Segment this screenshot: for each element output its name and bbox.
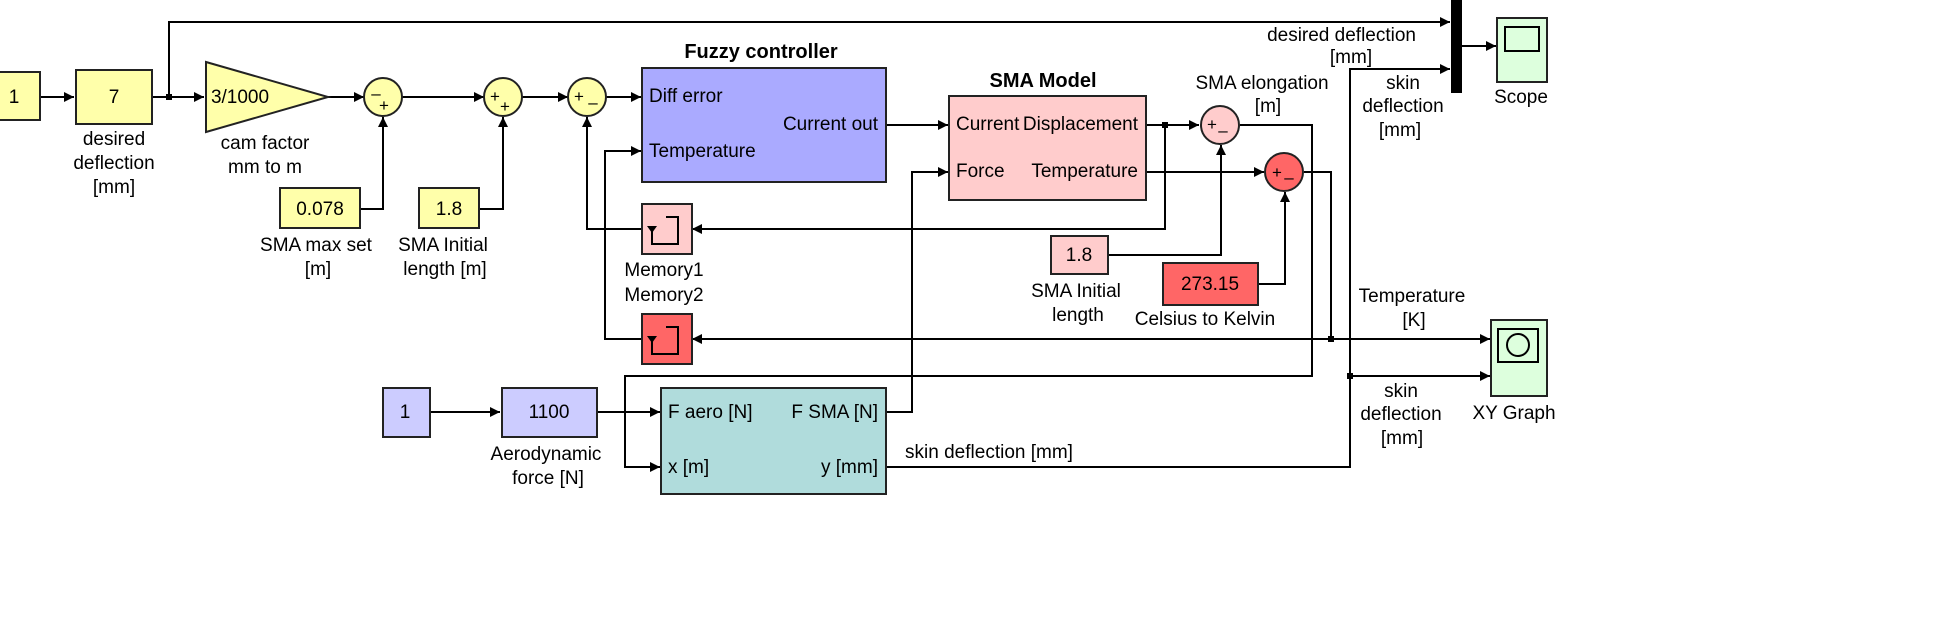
memory2-block[interactable]	[641, 313, 693, 365]
svg-text:1.8: 1.8	[436, 199, 462, 220]
sma-max-label: SMA max set	[260, 235, 373, 256]
svg-text:–: –	[371, 84, 381, 103]
svg-text:length: length	[1052, 305, 1104, 326]
memory2-label: Memory2	[624, 285, 703, 306]
constant-block-1-bottom[interactable]: 1	[382, 387, 431, 438]
constant-block-sma-initial-left[interactable]: 1.8	[418, 187, 480, 229]
svg-text:0.078: 0.078	[296, 199, 344, 220]
svg-text:1: 1	[400, 402, 411, 423]
constant-block-1[interactable]: 1	[0, 71, 41, 121]
constant-block-sma-initial-right[interactable]: 1.8	[1050, 235, 1109, 275]
xy-graph-icon	[1506, 333, 1530, 357]
svg-text:1: 1	[9, 87, 20, 108]
constant-block-celsius-kelvin[interactable]: 273.15	[1162, 262, 1259, 306]
signal-lines	[40, 17, 1496, 472]
svg-text:deflection: deflection	[1360, 404, 1441, 425]
svg-text:7: 7	[109, 87, 120, 108]
signal-skin-deflection-top: skin	[1386, 73, 1420, 94]
svg-text:deflection: deflection	[73, 153, 154, 174]
scope-screen-icon	[1504, 26, 1540, 52]
svg-text:+: +	[379, 96, 389, 115]
svg-text:[mm]: [mm]	[1381, 428, 1423, 449]
aerodynamic-force-label: Aerodynamic	[491, 444, 602, 465]
desired-deflection-label: desired	[83, 129, 145, 150]
svg-text:[m]: [m]	[305, 259, 331, 280]
svg-text:1.8: 1.8	[1066, 245, 1092, 266]
port-diff-error: Diff error	[649, 86, 723, 107]
svg-text:mm to m: mm to m	[228, 157, 302, 178]
svg-text:force [N]: force [N]	[512, 468, 584, 489]
constant-block-7[interactable]: 7	[75, 69, 153, 125]
sma-initial-length-label: SMA Initial	[398, 235, 488, 256]
sum-block-1[interactable]: – +	[363, 77, 403, 117]
aero-model-block[interactable]: F aero [N] x [m] F SMA [N] y [mm]	[660, 387, 887, 495]
port-displacement: Displacement	[1023, 114, 1139, 135]
port-temperature-out: Temperature	[1031, 161, 1138, 182]
port-current: Current	[956, 114, 1020, 135]
port-y: y [mm]	[821, 457, 878, 478]
signal-skin-deflection-mid: skin deflection [mm]	[905, 442, 1073, 463]
port-force: Force	[956, 161, 1005, 182]
svg-text:length [m]: length [m]	[403, 259, 486, 280]
svg-text:3/1000: 3/1000	[211, 87, 269, 108]
sma-model-block[interactable]: Current Force Displacement Temperature	[948, 95, 1147, 201]
sma-elongation-label: SMA elongation	[1195, 73, 1328, 94]
svg-text:+: +	[490, 87, 500, 106]
memory1-block[interactable]	[641, 203, 693, 255]
port-current-out: Current out	[783, 114, 879, 135]
sum-block-4[interactable]: + –	[1200, 105, 1240, 145]
memory1-label: Memory1	[624, 260, 703, 281]
svg-text:+: +	[574, 87, 584, 106]
mux-block[interactable]	[1451, 0, 1462, 93]
fuzzy-controller-block[interactable]: Diff error Temperature Current out	[641, 67, 887, 183]
gain-block-cam-factor[interactable]: 3/1000	[205, 60, 332, 134]
signal-desired-deflection: desired deflection	[1267, 25, 1416, 46]
svg-text:[mm]: [mm]	[93, 177, 135, 198]
svg-text:–: –	[1284, 168, 1294, 187]
sma-model-title: SMA Model	[989, 70, 1096, 92]
port-f-sma: F SMA [N]	[791, 402, 878, 423]
svg-text:[mm]: [mm]	[1330, 47, 1372, 68]
svg-text:1100: 1100	[529, 402, 570, 423]
xy-graph-label: XY Graph	[1472, 403, 1555, 424]
xy-graph-block[interactable]	[1490, 319, 1548, 397]
svg-text:[mm]: [mm]	[1379, 120, 1421, 141]
svg-text:+: +	[1207, 115, 1217, 134]
cam-factor-label: cam factor	[221, 133, 310, 154]
celsius-to-kelvin-label: Celsius to Kelvin	[1135, 309, 1275, 330]
signal-temperature: Temperature	[1359, 286, 1466, 307]
scope-block[interactable]	[1496, 17, 1548, 83]
signal-skin-deflection-bottom: skin	[1384, 381, 1418, 402]
sum-block-2[interactable]: + +	[483, 77, 523, 117]
svg-text:[m]: [m]	[1255, 96, 1281, 117]
sum-block-5[interactable]: + –	[1264, 152, 1304, 192]
aerodynamic-force-block[interactable]: 1100	[501, 387, 598, 438]
scope-label: Scope	[1494, 87, 1548, 108]
svg-text:+: +	[500, 97, 510, 116]
port-x: x [m]	[668, 457, 709, 478]
svg-text:273.15: 273.15	[1181, 274, 1239, 295]
port-f-aero: F aero [N]	[668, 402, 752, 423]
svg-text:–: –	[588, 93, 598, 112]
svg-text:–: –	[1218, 121, 1228, 140]
sum-block-3[interactable]: + –	[567, 77, 607, 117]
port-temperature-in: Temperature	[649, 141, 756, 162]
svg-text:[K]: [K]	[1402, 310, 1425, 331]
svg-text:deflection: deflection	[1362, 96, 1443, 117]
constant-block-sma-max[interactable]: 0.078	[279, 187, 361, 229]
fuzzy-controller-title: Fuzzy controller	[684, 41, 838, 63]
svg-text:+: +	[1272, 163, 1282, 182]
sma-initial-length-right-label: SMA Initial	[1031, 281, 1121, 302]
